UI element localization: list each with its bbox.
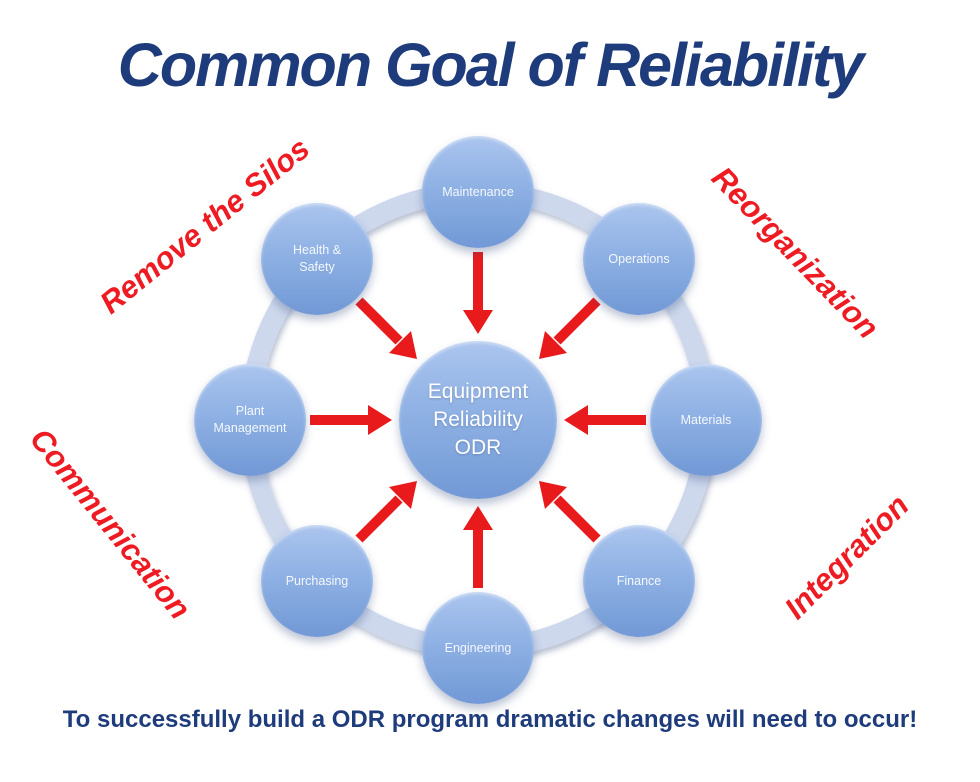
arrow-operations-to-center (539, 297, 601, 359)
node-label: Engineering (444, 640, 512, 655)
arrow-materials-to-center (564, 405, 646, 435)
node-plant-management: Plant Management (194, 364, 306, 476)
node-label: Operations (608, 251, 670, 266)
node-health-safety: Health & Safety (261, 203, 373, 315)
node-label: Materials (680, 412, 732, 427)
arrow-finance-to-center (539, 481, 601, 543)
node-label: Purchasing (285, 573, 349, 588)
node-materials: Materials (650, 364, 762, 476)
arrow-maintenance-to-center (463, 252, 493, 334)
node-purchasing: Purchasing (261, 525, 373, 637)
node-label: Equipment Reliability ODR (427, 380, 529, 459)
node-equipment-reliability-odr: Equipment Reliability ODR (399, 341, 557, 499)
node-finance: Finance (583, 525, 695, 637)
arrow-purchasing-to-center (355, 481, 417, 543)
node-label: Health & Safety (293, 243, 341, 274)
arrow-plant-management-to-center (310, 405, 392, 435)
footer-text: To successfully build a ODR program dram… (62, 706, 918, 733)
page-title: Common Goal of Reliability (117, 31, 864, 99)
node-engineering: Engineering (422, 592, 534, 704)
node-label: Maintenance (442, 184, 514, 199)
node-label: Finance (616, 573, 662, 588)
arrow-engineering-to-center (463, 506, 493, 588)
arrow-health-safety-to-center (355, 297, 417, 359)
node-label: Plant Management (213, 404, 287, 435)
node-operations: Operations (583, 203, 695, 315)
node-maintenance: Maintenance (422, 136, 534, 248)
